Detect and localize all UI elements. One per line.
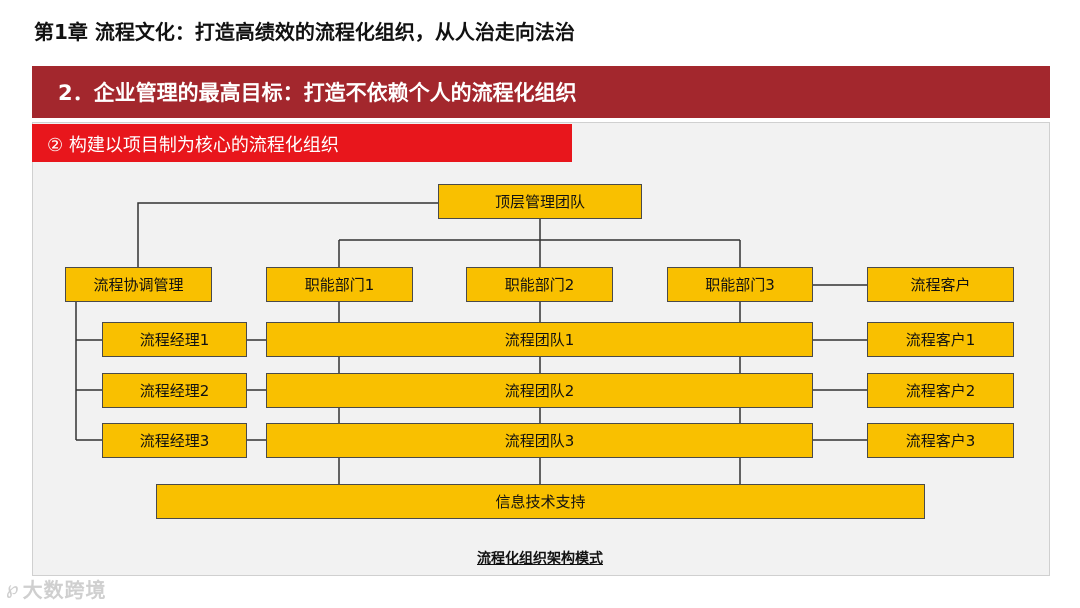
client-box-2: 流程客户2 <box>867 373 1014 408</box>
client-box: 流程客户 <box>867 267 1014 302</box>
team-box-2: 流程团队2 <box>266 373 813 408</box>
chapter-title: 第1章 流程文化：打造高绩效的流程化组织，从人治走向法治 <box>34 20 575 44</box>
it-support-box: 信息技术支持 <box>156 484 925 519</box>
client-box-3: 流程客户3 <box>867 423 1014 458</box>
department-box-2: 职能部门2 <box>466 267 613 302</box>
diagram-caption: 流程化组织架构模式 <box>477 551 603 567</box>
team-box-1: 流程团队1 <box>266 322 813 357</box>
client-box-1: 流程客户1 <box>867 322 1014 357</box>
watermark: ℘ 大数跨境 <box>6 574 107 603</box>
section-banner: 2．企业管理的最高目标：打造不依赖个人的流程化组织 <box>32 66 1050 118</box>
team-box-3: 流程团队3 <box>266 423 813 458</box>
manager-box-2: 流程经理2 <box>102 373 247 408</box>
coordination-box: 流程协调管理 <box>65 267 212 302</box>
section-title: 2．企业管理的最高目标：打造不依赖个人的流程化组织 <box>58 81 577 105</box>
subsection-banner: ② 构建以项目制为核心的流程化组织 <box>32 124 572 162</box>
top-management-box: 顶层管理团队 <box>438 184 642 219</box>
connector-top-coordination <box>137 202 438 267</box>
watermark-logo-icon: ℘ <box>6 578 19 599</box>
manager-box-3: 流程经理3 <box>102 423 247 458</box>
department-box-3: 职能部门3 <box>667 267 813 302</box>
manager-box-1: 流程经理1 <box>102 322 247 357</box>
subsection-title: ② 构建以项目制为核心的流程化组织 <box>47 135 339 156</box>
watermark-text: 大数跨境 <box>22 578 107 602</box>
department-box-1: 职能部门1 <box>266 267 413 302</box>
